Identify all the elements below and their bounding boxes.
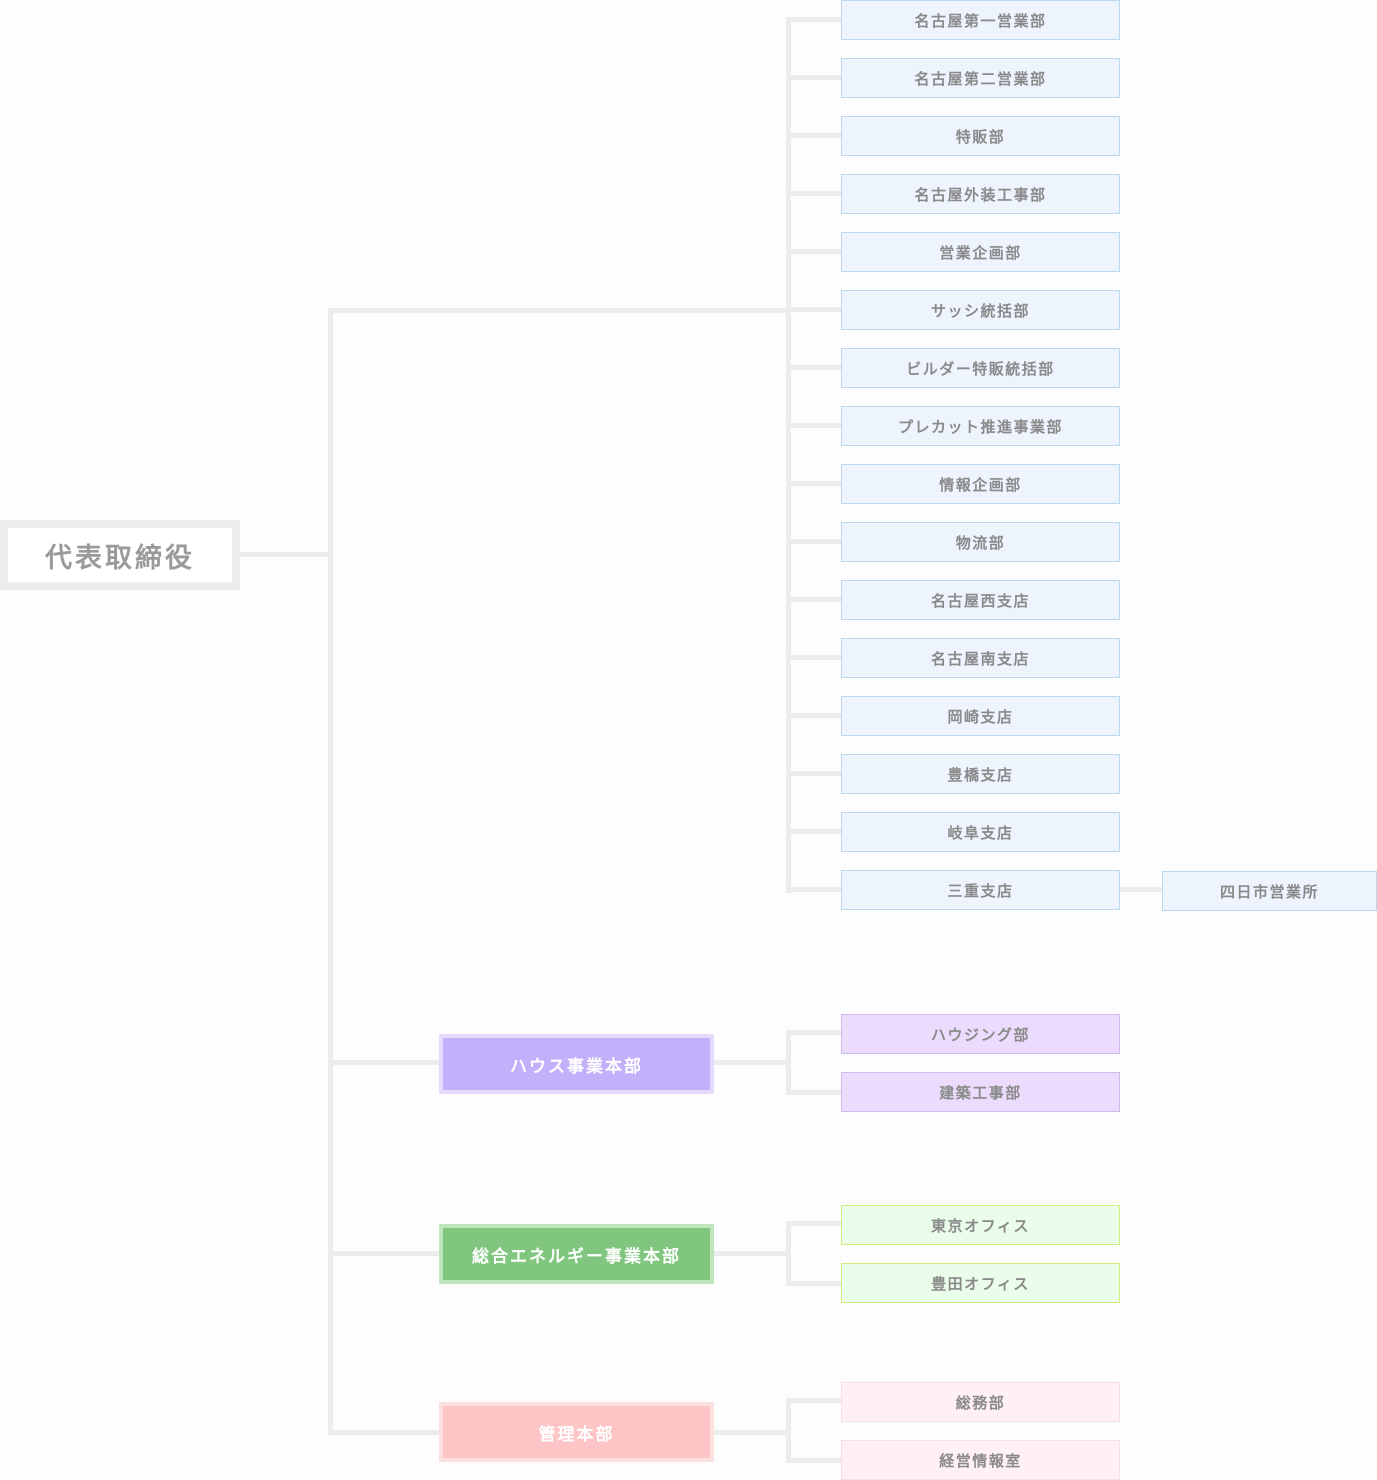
admin-branch xyxy=(786,1398,841,1403)
department-branch xyxy=(786,713,841,718)
division-house: ハウス事業本部 xyxy=(439,1034,714,1094)
dept-label: プレカット推進事業部 xyxy=(897,417,1063,436)
department-node: サッシ統括部 xyxy=(841,290,1120,330)
house-branch xyxy=(786,1030,841,1035)
house-spine xyxy=(786,1030,791,1095)
admin-connector xyxy=(712,1430,791,1435)
department-branch xyxy=(786,133,841,138)
department-node: 三重支店 xyxy=(841,870,1120,910)
dept-label: 名古屋西支店 xyxy=(930,591,1030,610)
dept-label: 営業企画部 xyxy=(939,243,1022,262)
root-label: 代表取締役 xyxy=(45,542,195,574)
department-node: 岐阜支店 xyxy=(841,812,1120,852)
dept-label: 名古屋第二営業部 xyxy=(914,69,1047,88)
main-trunk xyxy=(328,308,333,1435)
dept-label: 豊田オフィス xyxy=(931,1274,1030,1293)
department-node: プレカット推進事業部 xyxy=(841,406,1120,446)
dept-label: サッシ統括部 xyxy=(930,301,1030,320)
department-node: 情報企画部 xyxy=(841,464,1120,504)
department-node: 名古屋第二営業部 xyxy=(841,58,1120,98)
energy-branch xyxy=(786,1221,841,1226)
dept-label: 名古屋第一営業部 xyxy=(914,11,1047,30)
department-node: 豊橋支店 xyxy=(841,754,1120,794)
trunk-to-admin-division xyxy=(328,1430,441,1435)
division-admin: 管理本部 xyxy=(439,1402,714,1462)
dept-label: ハウジング部 xyxy=(930,1025,1030,1044)
department-node: 名古屋西支店 xyxy=(841,580,1120,620)
dept-label: 名古屋南支店 xyxy=(930,649,1030,668)
department-branch xyxy=(786,423,841,428)
sub-office-label: 四日市営業所 xyxy=(1219,882,1319,901)
dept-label: 特販部 xyxy=(955,127,1006,146)
root-connector xyxy=(238,552,333,557)
dept-label: 情報企画部 xyxy=(939,475,1022,494)
sub-office-connector xyxy=(1119,887,1163,892)
department-branch xyxy=(786,249,841,254)
department-branch xyxy=(786,597,841,602)
dept-label: 名古屋外装工事部 xyxy=(914,185,1047,204)
division-energy: 総合エネルギー事業本部 xyxy=(439,1224,714,1284)
root-node: 代表取締役 xyxy=(0,520,240,590)
department-branch xyxy=(786,191,841,196)
energy-dept-node: 東京オフィス xyxy=(841,1205,1120,1245)
energy-spine xyxy=(786,1221,791,1286)
dept-label: 総務部 xyxy=(955,1393,1006,1412)
department-node: ビルダー特販統括部 xyxy=(841,348,1120,388)
division-label: 総合エネルギー事業本部 xyxy=(472,1246,681,1267)
dept-label: 岡崎支店 xyxy=(947,707,1014,726)
admin-branch xyxy=(786,1458,841,1463)
department-branch xyxy=(786,17,841,22)
department-branch xyxy=(786,829,841,834)
energy-connector xyxy=(712,1251,791,1256)
department-branch xyxy=(786,75,841,80)
division-label: ハウス事業本部 xyxy=(510,1056,643,1077)
department-node: 営業企画部 xyxy=(841,232,1120,272)
house-branch xyxy=(786,1090,841,1095)
trunk-to-energy-division xyxy=(328,1251,441,1256)
dept-label: ビルダー特販統括部 xyxy=(906,359,1055,378)
house-connector xyxy=(712,1060,791,1065)
trunk-to-house-division xyxy=(328,1060,441,1065)
department-node: 特販部 xyxy=(841,116,1120,156)
department-node: 名古屋外装工事部 xyxy=(841,174,1120,214)
departments-spine xyxy=(786,17,791,893)
trunk-to-departments xyxy=(328,308,791,313)
department-node: 岡崎支店 xyxy=(841,696,1120,736)
dept-label: 物流部 xyxy=(955,533,1006,552)
department-branch xyxy=(786,539,841,544)
energy-dept-node: 豊田オフィス xyxy=(841,1263,1120,1303)
department-branch xyxy=(786,307,841,312)
house-dept-node: ハウジング部 xyxy=(841,1014,1120,1054)
department-node: 名古屋第一営業部 xyxy=(841,0,1120,40)
admin-dept-node: 経営情報室 xyxy=(841,1440,1120,1480)
department-branch xyxy=(786,365,841,370)
department-branch xyxy=(786,655,841,660)
dept-label: 岐阜支店 xyxy=(947,823,1014,842)
department-branch xyxy=(786,887,841,892)
dept-label: 三重支店 xyxy=(947,881,1014,900)
department-node: 名古屋南支店 xyxy=(841,638,1120,678)
department-branch xyxy=(786,771,841,776)
sub-office-node: 四日市営業所 xyxy=(1162,871,1377,911)
admin-dept-node: 総務部 xyxy=(841,1382,1120,1422)
dept-label: 建築工事部 xyxy=(939,1083,1022,1102)
department-node: 物流部 xyxy=(841,522,1120,562)
admin-spine xyxy=(786,1398,791,1463)
energy-branch xyxy=(786,1281,841,1286)
dept-label: 豊橋支店 xyxy=(947,765,1014,784)
dept-label: 東京オフィス xyxy=(931,1216,1030,1235)
division-label: 管理本部 xyxy=(538,1424,615,1445)
dept-label: 経営情報室 xyxy=(939,1451,1022,1470)
department-branch xyxy=(786,481,841,486)
house-dept-node: 建築工事部 xyxy=(841,1072,1120,1112)
